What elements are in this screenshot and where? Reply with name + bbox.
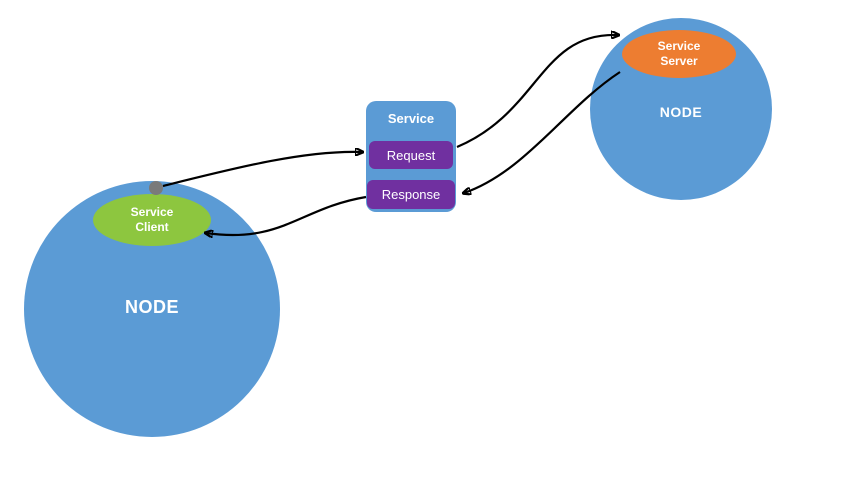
request-box: Request bbox=[369, 141, 453, 169]
response-box: Response bbox=[367, 180, 455, 209]
service-server-label-line2: Server bbox=[660, 54, 698, 68]
arrow-client-to-request bbox=[162, 152, 362, 188]
response-label: Response bbox=[381, 187, 441, 202]
left-node-label: NODE bbox=[124, 297, 179, 317]
request-label: Request bbox=[386, 147, 436, 163]
service-title: Service bbox=[387, 111, 435, 126]
right-node-label: NODE bbox=[659, 104, 703, 120]
service-container: Service Request Response bbox=[366, 101, 456, 212]
service-client-label-line2: Client bbox=[135, 220, 169, 234]
service-client-label-line1: Service bbox=[130, 205, 174, 219]
service-server-label-line1: Service bbox=[657, 39, 701, 53]
service-server-ellipse: Service Server bbox=[622, 30, 736, 78]
connection-dot bbox=[149, 181, 163, 195]
service-client-ellipse: Service Client bbox=[93, 194, 211, 246]
